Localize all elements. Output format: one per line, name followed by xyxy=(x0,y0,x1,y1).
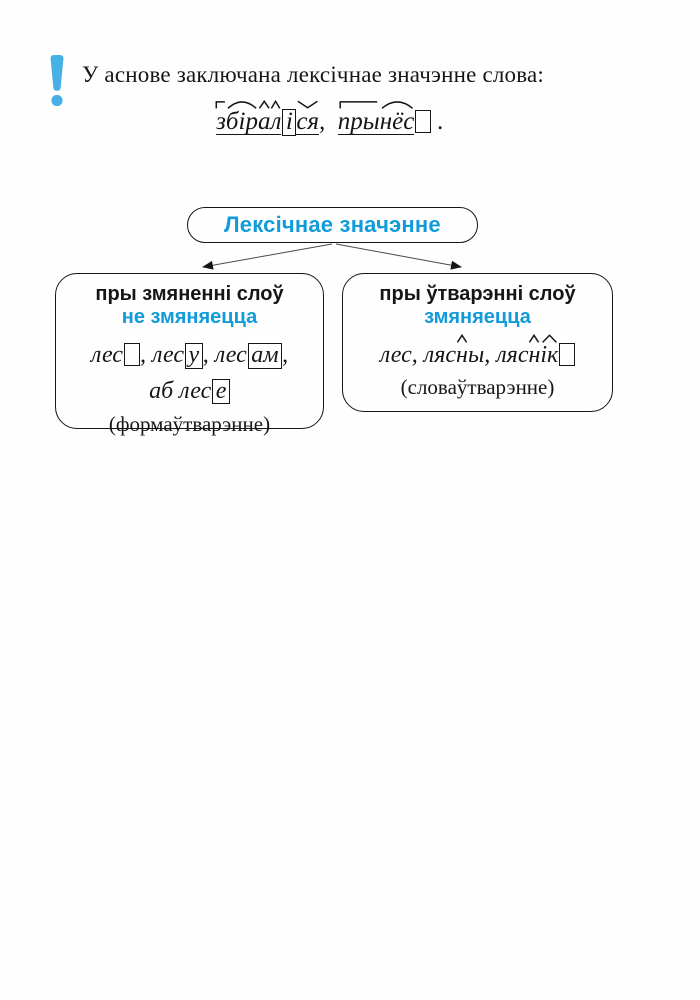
segment-text: лес xyxy=(90,342,123,368)
morph-word-лес: лес xyxy=(91,343,140,367)
segment-text: з xyxy=(216,108,226,135)
suffix-caret-icon xyxy=(457,334,467,343)
postfix-segment: ся xyxy=(296,108,320,135)
ending-box-segment: е xyxy=(212,377,230,405)
segment-text: ляс xyxy=(423,342,457,368)
suffix-segment: н xyxy=(528,344,540,367)
segment-text: а xyxy=(257,108,271,135)
arrow-to-right-box xyxy=(335,243,462,270)
segment-text: лес xyxy=(214,342,247,368)
segment-text: бір xyxy=(225,108,258,135)
ending-box-segment: ам xyxy=(247,342,283,369)
postfix-caron-icon xyxy=(297,100,318,109)
diagram-root-box: Лексічнае значэнне xyxy=(187,207,478,243)
lexical-meaning-diagram: Лексічнае значэнне пры змяненні слоў не … xyxy=(0,0,700,470)
segment-text: ляс xyxy=(496,342,529,368)
segment-text: ся xyxy=(296,108,320,135)
right-box-title: пры ўтварэнні слоў xyxy=(379,283,576,305)
punctuation: , xyxy=(282,342,289,368)
segment-text: і xyxy=(285,108,293,135)
segment-text: н xyxy=(528,342,541,368)
segment-text: ік xyxy=(540,342,559,368)
segment-text: н xyxy=(456,342,468,368)
prefix-line-icon xyxy=(216,100,225,109)
plain-segment: лес xyxy=(151,342,185,368)
left-box-subtitle: не змяняецца xyxy=(121,306,258,328)
segment-text: у xyxy=(188,342,200,368)
punctuation: , xyxy=(139,342,152,368)
diagram-root-label: Лексічнае значэнне xyxy=(224,212,441,237)
punctuation: , xyxy=(319,108,338,135)
plain-segment: ляс xyxy=(423,342,457,368)
left-box-caption: (формаўтварэнне) xyxy=(108,412,271,437)
segment-text: нёс xyxy=(379,108,415,135)
plain-segment: ляс xyxy=(496,342,529,368)
right-box-caption: (словаўтварэнне) xyxy=(400,375,555,399)
punctuation: , xyxy=(202,342,215,368)
segment-text: пры xyxy=(337,108,380,135)
suffix-segment: н xyxy=(456,344,468,367)
segment-text: ам xyxy=(251,342,279,368)
plain-segment: аб лес xyxy=(149,377,212,404)
plain-segment: лес xyxy=(90,342,123,368)
root-arc-icon xyxy=(227,100,257,109)
arrow-to-left-box xyxy=(202,243,333,270)
plain-segment: ы xyxy=(467,342,485,368)
ending-box-segment xyxy=(559,343,576,366)
punctuation: , xyxy=(411,342,424,368)
punctuation: . xyxy=(431,108,444,135)
ending-box-segment: у xyxy=(185,343,203,369)
suffix-caret-icon xyxy=(529,334,539,343)
suffix-segment: л xyxy=(270,108,282,135)
prefix-segment: з xyxy=(216,110,226,135)
plain-segment: лес xyxy=(214,342,247,368)
segment-text: лес xyxy=(379,342,412,368)
morph-word-лес: лес xyxy=(379,342,412,368)
right-box-subtitle: змяняецца xyxy=(424,306,531,328)
root-arc-icon xyxy=(381,100,414,109)
segment-text: е xyxy=(215,377,227,404)
segment-text: ы xyxy=(467,342,485,368)
suffix-caret-icon xyxy=(542,334,557,343)
segment-text: аб лес xyxy=(149,377,212,404)
morph-word-аб лесе: аб лесе xyxy=(149,377,230,405)
suffix-segment: а xyxy=(257,108,271,135)
root-segment: нёс xyxy=(379,108,415,135)
ending-box-segment xyxy=(123,343,140,366)
suffix-caret-icon xyxy=(271,100,280,109)
ending-box-segment: і xyxy=(282,108,297,136)
exclamation-icon xyxy=(50,55,64,107)
ending-box-segment xyxy=(415,110,432,133)
suffix-caret-icon xyxy=(259,100,270,109)
segment-text: лес xyxy=(151,342,185,368)
plain-segment: лес xyxy=(379,342,412,368)
punctuation: , xyxy=(484,342,497,368)
segment-text: л xyxy=(270,108,282,135)
note-text: У аснове заключана лексічнае значэнне сл… xyxy=(82,62,545,87)
prefix-segment: пры xyxy=(337,108,380,135)
root-segment: бір xyxy=(225,108,258,135)
prefix-line-icon xyxy=(339,100,378,109)
left-box-title: пры змяненні слоў xyxy=(95,283,284,305)
suffix-segment: ік xyxy=(540,344,558,367)
